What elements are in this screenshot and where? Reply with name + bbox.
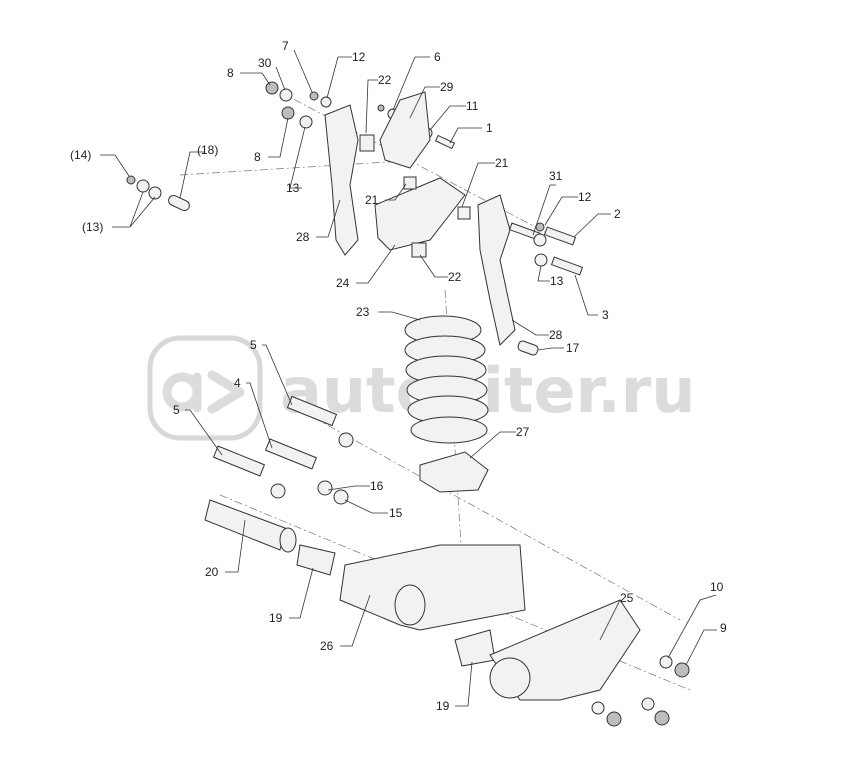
label-15: 15 (389, 506, 403, 520)
label-20: 20 (205, 565, 219, 579)
label-11: 11 (466, 99, 479, 113)
label-30: 30 (258, 56, 272, 70)
label-13c: 13 (550, 274, 564, 288)
label-17: 17 (566, 341, 580, 355)
coil-spring (404, 315, 489, 493)
label-14: (14) (70, 148, 91, 162)
label-22: 22 (378, 73, 392, 87)
watermark-logo: autopiter.ru (147, 335, 696, 441)
label-18: (18) (197, 143, 218, 157)
label-19b: 19 (436, 699, 450, 713)
label-31: 31 (549, 169, 563, 183)
label-6: 6 (434, 50, 441, 64)
bolts-right (508, 222, 584, 356)
label-22b: 22 (448, 270, 462, 284)
leader-lines (100, 49, 717, 707)
label-13b: (13) (82, 220, 103, 234)
label-5b: 5 (173, 403, 180, 417)
label-12b: 12 (578, 190, 592, 204)
label-21b: 21 (365, 193, 379, 207)
label-1: 1 (486, 121, 493, 135)
label-24: 24 (336, 276, 350, 290)
watermark-logo-mark (162, 370, 245, 414)
label-16: 16 (370, 479, 384, 493)
label-8b: 8 (254, 150, 261, 164)
label-4: 4 (234, 376, 241, 390)
label-29: 29 (440, 80, 454, 94)
label-28b: 28 (549, 328, 563, 342)
label-2: 2 (614, 207, 621, 221)
spring-seat (419, 451, 489, 493)
label-8: 8 (227, 66, 234, 80)
label-3: 3 (602, 308, 609, 322)
nuts-washers-top (126, 81, 456, 212)
label-7: 7 (282, 39, 289, 53)
label-21: 21 (495, 156, 509, 170)
label-12: 12 (352, 50, 366, 64)
label-19: 19 (269, 611, 283, 625)
arm-assembly (204, 499, 690, 727)
label-5: 5 (250, 338, 257, 352)
label-28: 28 (296, 230, 310, 244)
label-26: 26 (320, 639, 334, 653)
watermark-text: autopiter.ru (280, 354, 696, 427)
part-labels: 8 30 7 12 22 6 29 11 1 8 13 (14) (18) (1… (70, 39, 727, 713)
label-25: 25 (620, 591, 634, 605)
label-23: 23 (356, 305, 370, 319)
label-9: 9 (720, 621, 727, 635)
label-10: 10 (710, 580, 724, 594)
label-27: 27 (516, 425, 530, 439)
label-13: 13 (286, 181, 300, 195)
bolts-left (212, 395, 354, 505)
